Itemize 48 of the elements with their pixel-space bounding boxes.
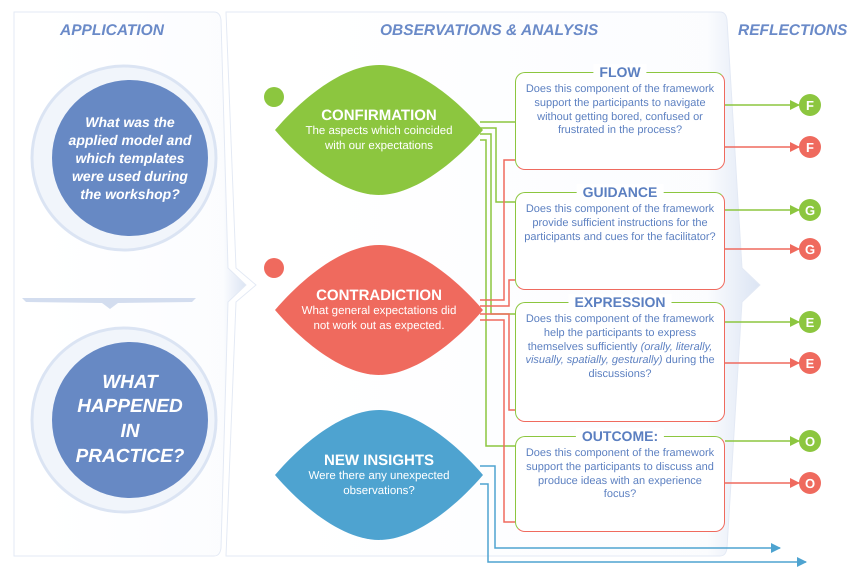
connector-arrow — [725, 142, 800, 152]
category-description: What general expectations did not work out as expected. — [301, 304, 457, 333]
question-text: Does this component of the framework help the participants to express themselves sufficiently (orally, literally, visually, spatially, gesturally) during the discussions? — [524, 313, 716, 382]
category-description: The aspects which coincided with our expectations — [304, 124, 454, 153]
reflection-circle: G — [799, 238, 821, 260]
column-heading: OBSERVATIONS & ANALYSIS — [380, 22, 598, 40]
category-description: Were there any unexpected observations? — [307, 469, 451, 498]
reflection-circle: E — [799, 311, 821, 333]
reflection-circle: O — [799, 430, 821, 452]
connector-arrow — [725, 436, 800, 446]
connector-arrow — [725, 205, 800, 215]
criterion-title: FLOW — [593, 64, 647, 80]
question-text: WHAT HAPPENED IN PRACTICE? — [74, 370, 186, 469]
column-heading: APPLICATION — [60, 22, 164, 40]
reflection-circle: F — [799, 94, 821, 116]
connector-arrow — [725, 317, 800, 327]
reflection-circle: F — [799, 136, 821, 158]
connector-arrow — [725, 478, 800, 488]
connector-line — [480, 127, 515, 203]
category-leaf — [275, 65, 483, 195]
connector-line — [480, 313, 515, 411]
connector-arrow — [480, 465, 781, 553]
category-title: CONTRADICTION — [316, 287, 442, 304]
connector-line — [480, 159, 515, 301]
question-text: Does this component of the framework provide sufficient instructions for the participants and cues for the facilitator? — [523, 203, 717, 244]
connector-arrow — [725, 100, 800, 110]
reflection-circle: G — [799, 199, 821, 221]
category-title: NEW INSIGHTS — [324, 452, 434, 470]
connector-arrow — [725, 244, 800, 254]
question-text: Does this component of the framework support the participants to navigate without getting bored, confused or frustrated in the process? — [524, 83, 716, 138]
connector-line — [480, 139, 515, 447]
reflection-circle: E — [799, 352, 821, 374]
question-text: Does this component of the framework support the participants to discuss and produce ideas with an experience focus? — [524, 447, 716, 502]
connector-line — [480, 319, 515, 523]
connector-line — [480, 121, 515, 123]
connector-line — [480, 279, 515, 307]
criterion-title: OUTCOME: — [576, 428, 664, 444]
connector-arrow — [480, 483, 807, 567]
connector-line — [480, 133, 515, 315]
criterion-title: GUIDANCE — [576, 184, 664, 200]
question-text: What was the applied model and which templates were used during the workshop? — [68, 112, 192, 204]
connector-arrow — [725, 358, 800, 368]
category-leaf — [275, 245, 483, 375]
category-title: CONFIRMATION — [321, 107, 437, 124]
category-leaf — [275, 410, 483, 540]
criterion-title: EXPRESSION — [568, 294, 672, 310]
reflection-circle: O — [799, 472, 821, 494]
column-heading: REFLECTIONS — [738, 22, 848, 40]
